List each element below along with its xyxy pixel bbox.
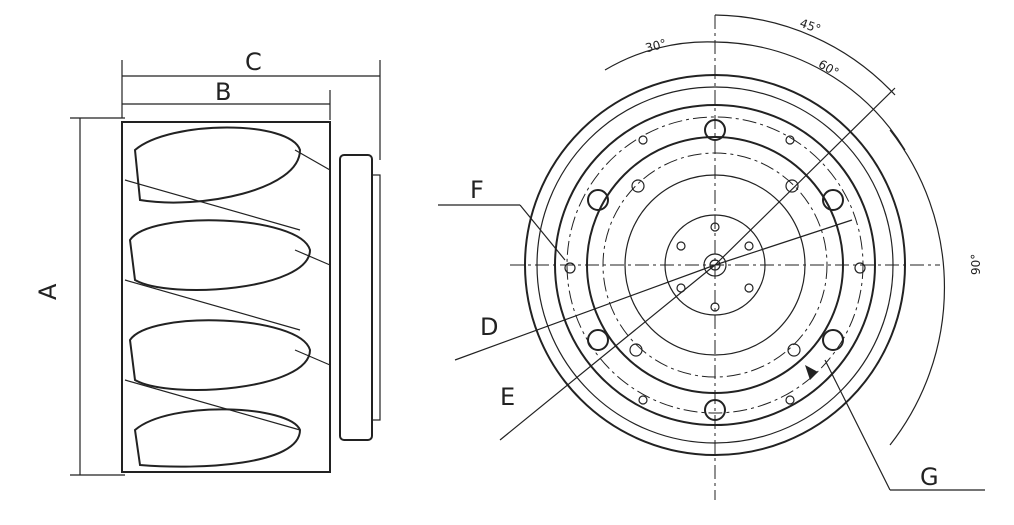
front-view: 30° 45° 60° 90° F D E G <box>438 14 985 500</box>
label-e: E <box>500 383 515 411</box>
angle-60: 60° <box>816 57 841 80</box>
label-g: G <box>920 463 939 491</box>
label-f: F <box>470 176 484 204</box>
side-view: C B A <box>34 48 381 476</box>
label-a: A <box>34 283 62 300</box>
angle-90: 90° <box>969 254 983 275</box>
angle-30: 30° <box>644 36 668 55</box>
label-c: C <box>245 48 262 76</box>
bolt-holes <box>564 119 866 421</box>
angle-45: 45° <box>798 16 823 36</box>
rollers <box>124 126 331 468</box>
label-d: D <box>480 313 498 341</box>
label-b: B <box>215 78 231 106</box>
